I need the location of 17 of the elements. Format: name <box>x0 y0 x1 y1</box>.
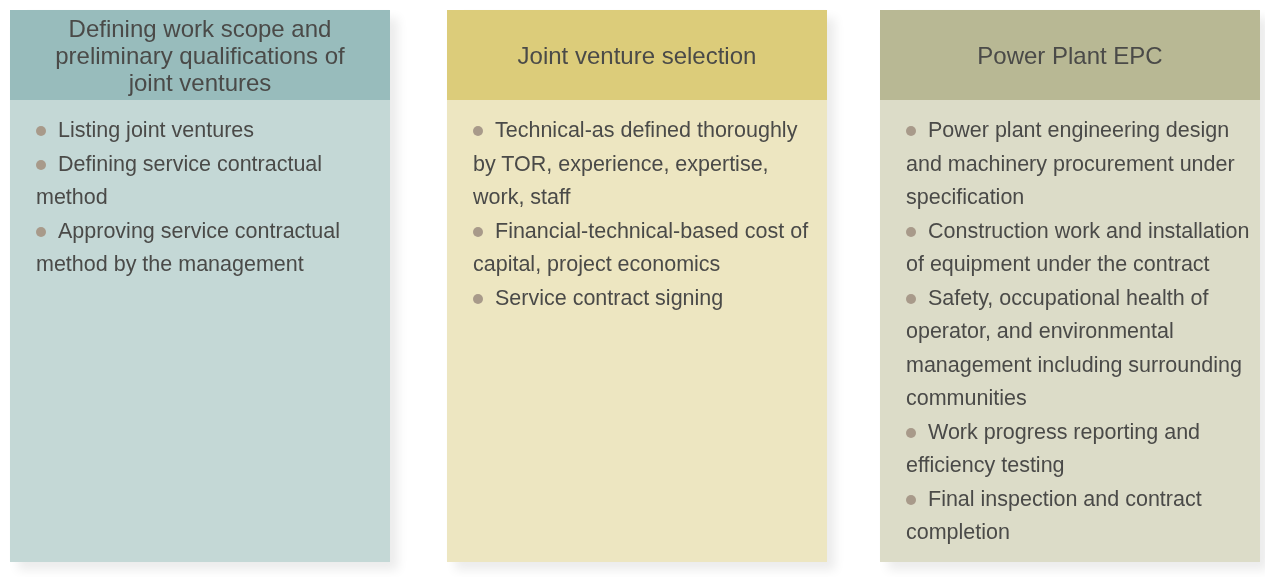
bullet-item: Service contract signing <box>447 281 827 315</box>
bullet-item: Power plant engineering design and machinery procurement under specification <box>880 114 1260 215</box>
bullet-item: Technical-as defined thoroughly by TOR, experience, expertise, work, staff <box>447 114 827 215</box>
card-heading: Power Plant EPC <box>880 10 1260 100</box>
card-heading: Defining work scope and preliminary qualifications of joint ventures <box>10 10 390 100</box>
bullet-item: Approving service contractual method by the management <box>10 214 390 282</box>
column-card <box>10 10 390 562</box>
bullet-item: Work progress reporting and efficiency testing <box>880 415 1260 483</box>
bullet-item: Defining service contractual method <box>10 147 390 215</box>
bullet-item: Final inspection and contract completion <box>880 482 1260 550</box>
bullet-item: Safety, occupational health of operator, and environmental management including surrounding communities <box>880 281 1260 416</box>
column-card <box>880 10 1260 562</box>
bullet-item: Listing joint ventures <box>10 114 390 148</box>
bullet-item: Construction work and installation of equipment under the contract <box>880 214 1260 282</box>
bullet-item: Financial-technical-based cost of capital, project economics <box>447 214 827 282</box>
card-heading: Joint venture selection <box>447 10 827 100</box>
column-card <box>447 10 827 562</box>
